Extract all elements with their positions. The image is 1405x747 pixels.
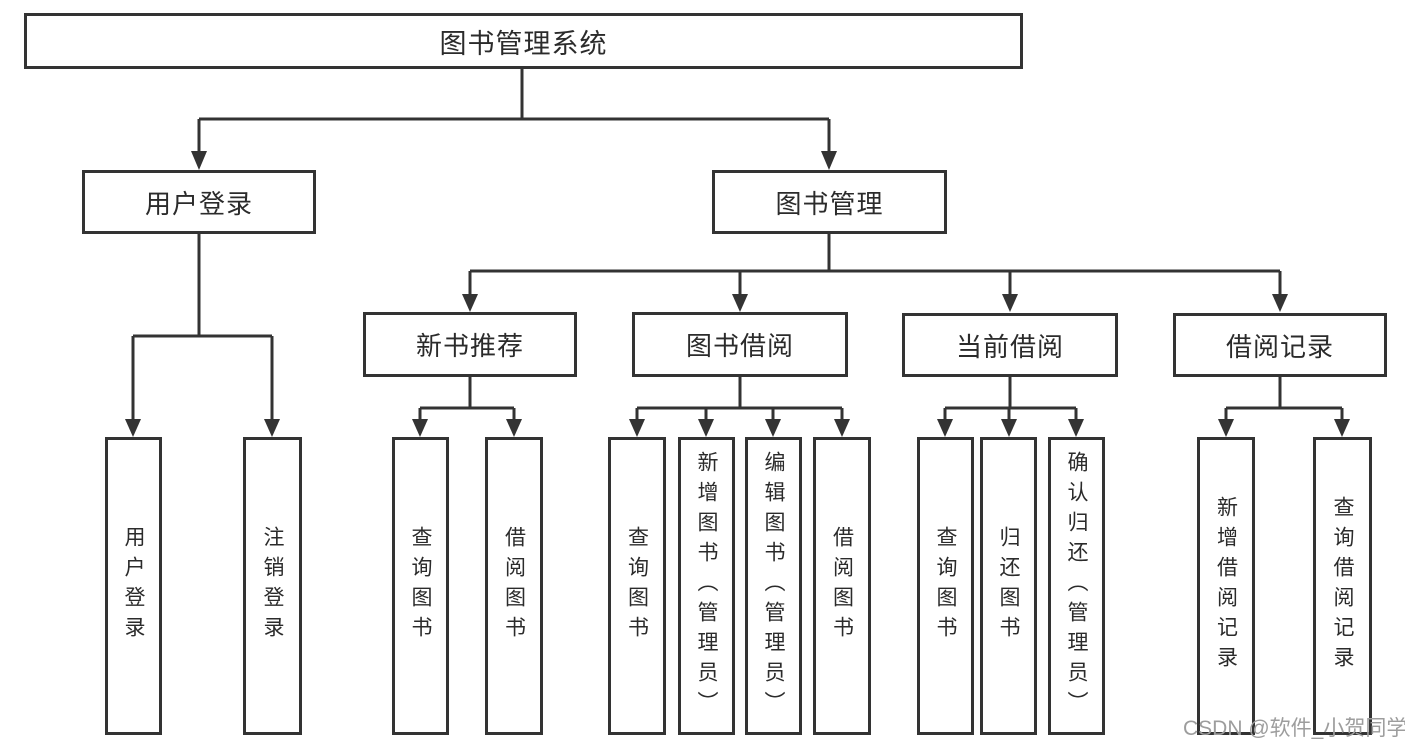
- node-borrowing-records: 借阅记录: [1173, 313, 1387, 377]
- leaf-confirm-return-admin: 确认归还（管理员）: [1048, 437, 1105, 735]
- leaf-user-login: 用户登录: [105, 437, 162, 735]
- leaf-logout-label: 注销登录: [261, 526, 284, 646]
- csdn-watermark: CSDN @软件_小贺同学: [1183, 717, 1405, 740]
- leaf-return-books: 归还图书: [980, 437, 1037, 735]
- node-book-management: 图书管理: [712, 170, 947, 234]
- node-library-system-label: 图书管理系统: [439, 28, 608, 59]
- node-book-borrowing-label: 图书借阅: [685, 331, 794, 361]
- node-book-management-label: 图书管理: [775, 188, 884, 219]
- leaf-add-borrow-record: 新增借阅记录: [1197, 437, 1255, 735]
- node-current-borrowing-label: 当前借阅: [955, 331, 1064, 362]
- leaf-add-books-admin-label: 新增图书（管理员）: [695, 451, 718, 721]
- leaf-edit-books-admin: 编辑图书（管理员）: [745, 437, 802, 735]
- leaf-borrow-books-borrowing-label: 借阅图书: [830, 526, 854, 646]
- node-new-book-recommendation-label: 新书推荐: [415, 331, 524, 361]
- leaf-return-books-label: 归还图书: [997, 526, 1020, 646]
- leaf-add-borrow-record-label: 新增借阅记录: [1214, 496, 1238, 676]
- leaf-borrow-books-borrowing: 借阅图书: [813, 437, 871, 735]
- leaf-borrow-books-recommend-label: 借阅图书: [502, 526, 526, 646]
- leaf-query-books-borrowing: 查询图书: [608, 437, 666, 735]
- leaf-query-books-recommend: 查询图书: [392, 437, 449, 735]
- node-book-borrowing: 图书借阅: [632, 312, 848, 377]
- leaf-user-login-label: 用户登录: [122, 526, 145, 646]
- leaf-borrow-books-recommend: 借阅图书: [485, 437, 543, 735]
- leaf-edit-books-admin-label: 编辑图书（管理员）: [762, 451, 785, 721]
- node-new-book-recommendation: 新书推荐: [363, 312, 577, 377]
- leaf-query-books-current: 查询图书: [917, 437, 974, 735]
- leaf-add-books-admin: 新增图书（管理员）: [678, 437, 735, 735]
- leaf-logout: 注销登录: [243, 437, 302, 735]
- leaf-query-books-recommend-label: 查询图书: [409, 526, 432, 646]
- node-library-system: 图书管理系统: [24, 13, 1023, 69]
- leaf-query-books-current-label: 查询图书: [934, 526, 957, 646]
- node-current-borrowing: 当前借阅: [902, 313, 1118, 377]
- leaf-query-books-borrowing-label: 查询图书: [625, 526, 649, 646]
- node-user-login-label: 用户登录: [144, 188, 253, 219]
- node-borrowing-records-label: 借阅记录: [1225, 331, 1334, 362]
- leaf-confirm-return-admin-label: 确认归还（管理员）: [1065, 451, 1088, 721]
- leaf-query-borrow-record-label: 查询借阅记录: [1331, 496, 1354, 676]
- leaf-query-borrow-record: 查询借阅记录: [1313, 437, 1372, 735]
- node-user-login: 用户登录: [82, 170, 316, 234]
